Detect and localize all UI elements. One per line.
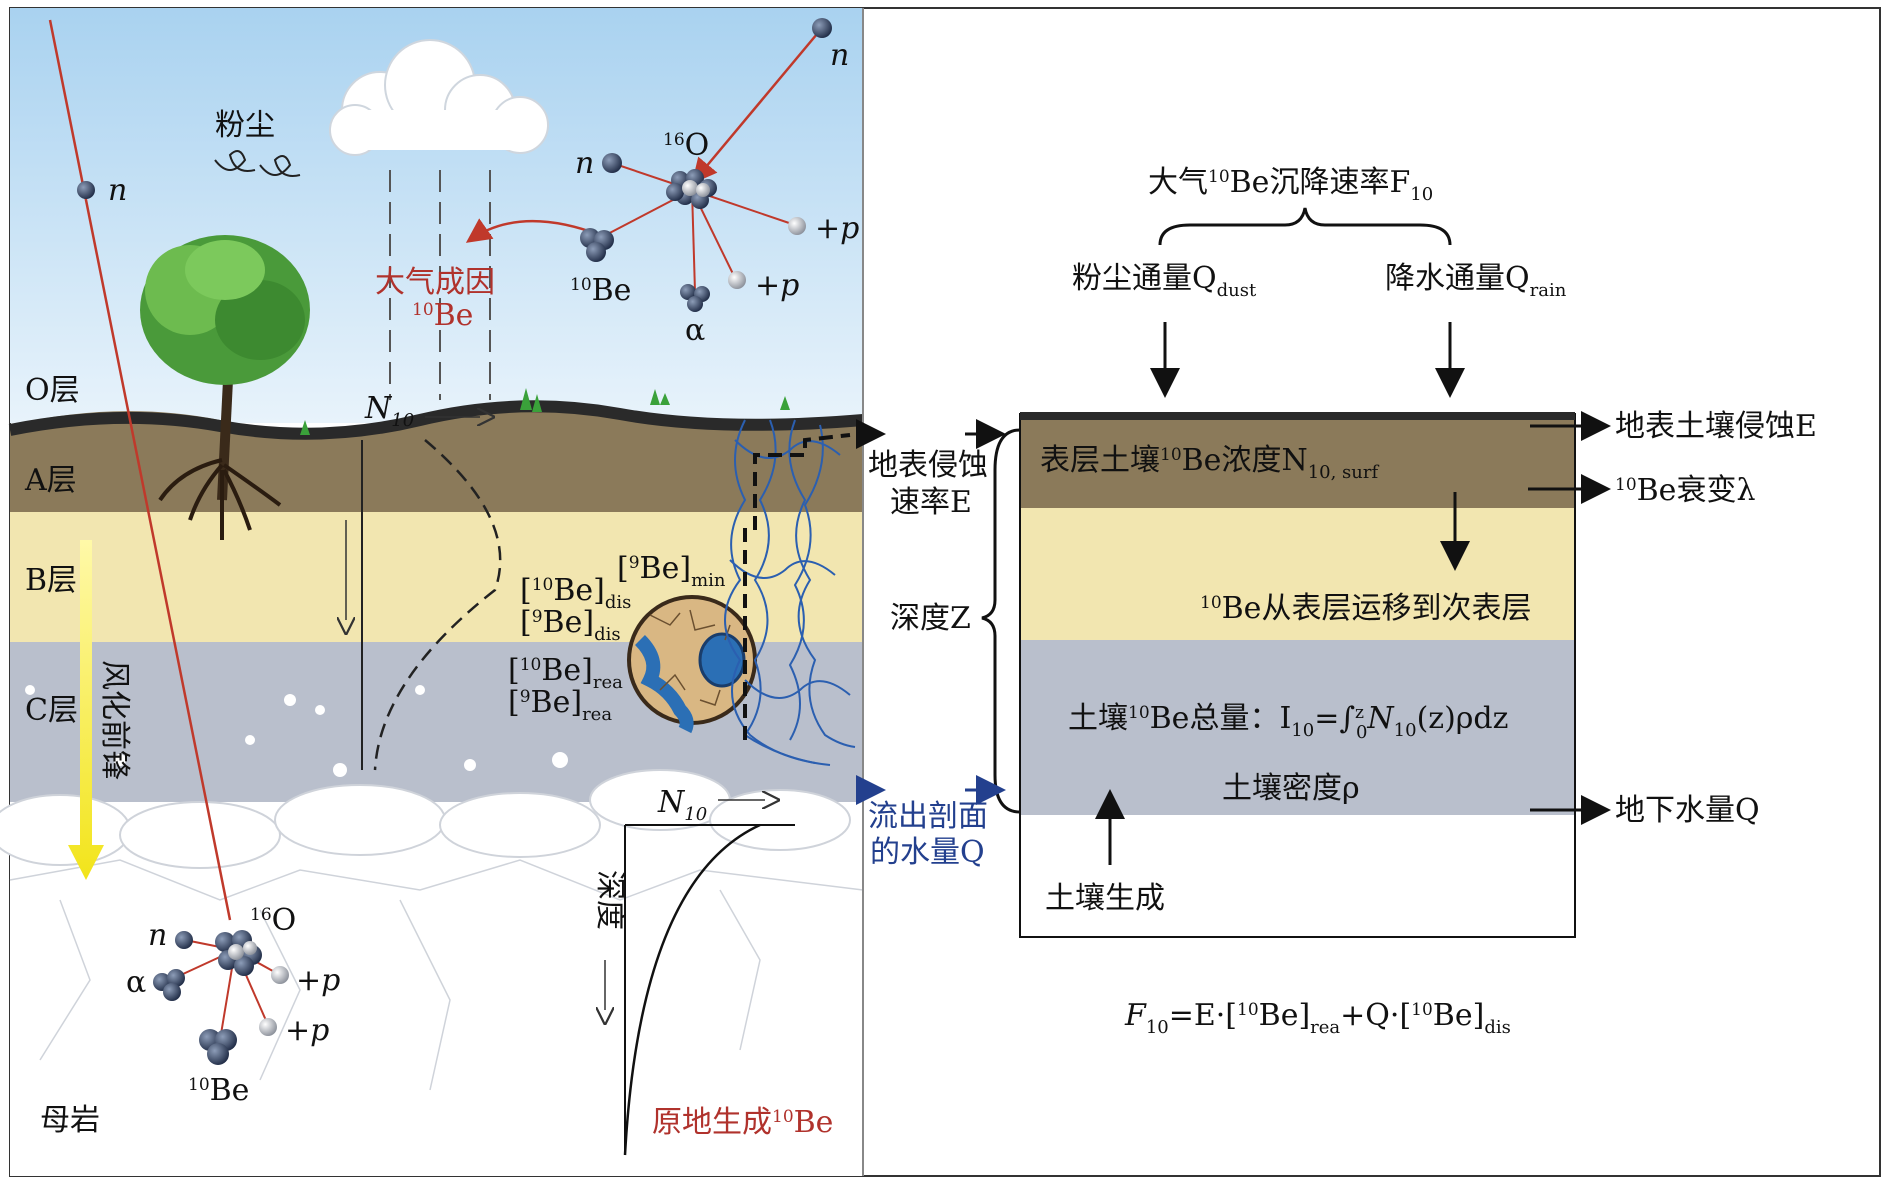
be10-dis-label: [10Be]dis [520,573,631,613]
layer-c-label: C层 [25,693,78,728]
surface-erosion-label: 地表土壤侵蚀E [1615,409,1817,444]
n10-label-bottom: N10 [657,785,707,825]
insitu-axes [624,824,795,1155]
weathering-front-label: 风化前锋 [97,660,132,780]
neutron-label-2: n [830,38,849,73]
bedrock-cracks [9,859,864,1091]
erosion-rate-label-2: 速率E [890,485,972,520]
migration-label: 10Be从表层运移到次表层 [1200,591,1531,626]
o16-label-bottom: 16O [250,903,296,938]
dust-flux-label: 粉尘通量Qdust [1072,261,1257,301]
neutron-icon [77,181,95,199]
be10-label-top: 10Be [570,273,631,308]
spallation-top [465,153,806,312]
mass-balance-equation: F10=E·[10Be]rea+Q·[10Be]dis [1124,998,1511,1038]
left-panel: 粉尘 n n [0,8,864,1176]
layer-b-label: B层 [25,563,77,598]
decay-label: 10Be衰变λ [1615,473,1755,508]
outflow-label-1: 流出剖面 [868,799,988,834]
layer-a-label: A层 [24,463,77,498]
water-profile [743,433,851,740]
be10-label-bottom: 10Be [188,1073,249,1108]
rain-flux-label: 降水通量Qrain [1385,261,1567,301]
be9-dis-label: [9Be]dis [520,605,621,645]
deposition-label: 大气10Be沉降速率F10 [1148,165,1433,205]
bedrock-band [10,802,863,1176]
lower-layer-box [1020,640,1575,815]
surface-layer-box [1020,414,1575,508]
proton-label-3: +p [296,963,340,998]
atm-be10-label: 10Be [412,298,473,333]
cloud [329,39,549,156]
insitu-label: 原地生成10Be [652,1105,833,1140]
o16-label-top: 16O [663,128,709,163]
dust-label: 粉尘 [215,108,275,143]
neutron-ray-right [691,27,823,184]
neutron-label-3: n [575,146,594,181]
insitu-curve [623,823,761,1156]
gravel [25,685,568,777]
alpha-label-top: α [685,313,705,348]
spallation-bottom [153,930,289,1065]
deposition-brace [1158,207,1452,246]
o-layer-line [8,400,864,440]
depth-label: 深度 [592,870,627,930]
soil-formation-label: 土壤生成 [1045,881,1165,916]
be9-min-label: [9Be]min [617,551,726,591]
outflow-label-2: 的水量Q [870,835,985,870]
layer-o-label: O层 [25,373,80,408]
bedrock-box [1020,815,1575,937]
atm-profile-curve [373,439,502,771]
depth-z-label: 深度Z [890,601,971,636]
bedrock-blocks [0,769,851,869]
right-panel: 大气10Be沉降速率F10 粉尘通量Qdust 降水通量Qrain 表层土壤10… [1019,165,1817,1038]
grass-icon [300,388,790,435]
proton-label-4: +p [285,1013,329,1048]
rain [389,170,491,400]
neutron-label-1: n [108,173,127,208]
be9-rea-label: [9Be]rea [508,685,612,725]
neutron-icon [812,18,832,38]
middle-labels: 地表侵蚀 速率E 深度Z 流出剖面 的水量Q [856,419,1021,870]
proton-label-2: +p [755,268,799,303]
alpha-label-bottom: α [126,965,146,1000]
n10-label-top: N10 [364,391,414,431]
soil-grain-icon [627,595,757,734]
proton-label-1: +p [815,211,859,246]
density-label: 土壤密度ρ [1222,771,1360,806]
weathering-front-arrow [68,540,104,880]
bedrock-label: 母岩 [40,1103,100,1138]
erosion-rate-label-1: 地表侵蚀 [868,448,988,483]
dust-swirl-icon [214,150,301,177]
atm-origin-label: 大气成因 [375,265,495,300]
tree-icon [140,235,310,540]
subsurface-layer-box [1020,508,1575,640]
groundwater-label: 地下水量Q [1615,793,1760,828]
neutron-ray-left [48,19,232,921]
be10-rea-label: [10Be]rea [508,653,623,693]
neutron-label-4: n [148,918,167,953]
surface-conc-label: 表层土壤10Be浓度N10, surf [1040,443,1379,483]
